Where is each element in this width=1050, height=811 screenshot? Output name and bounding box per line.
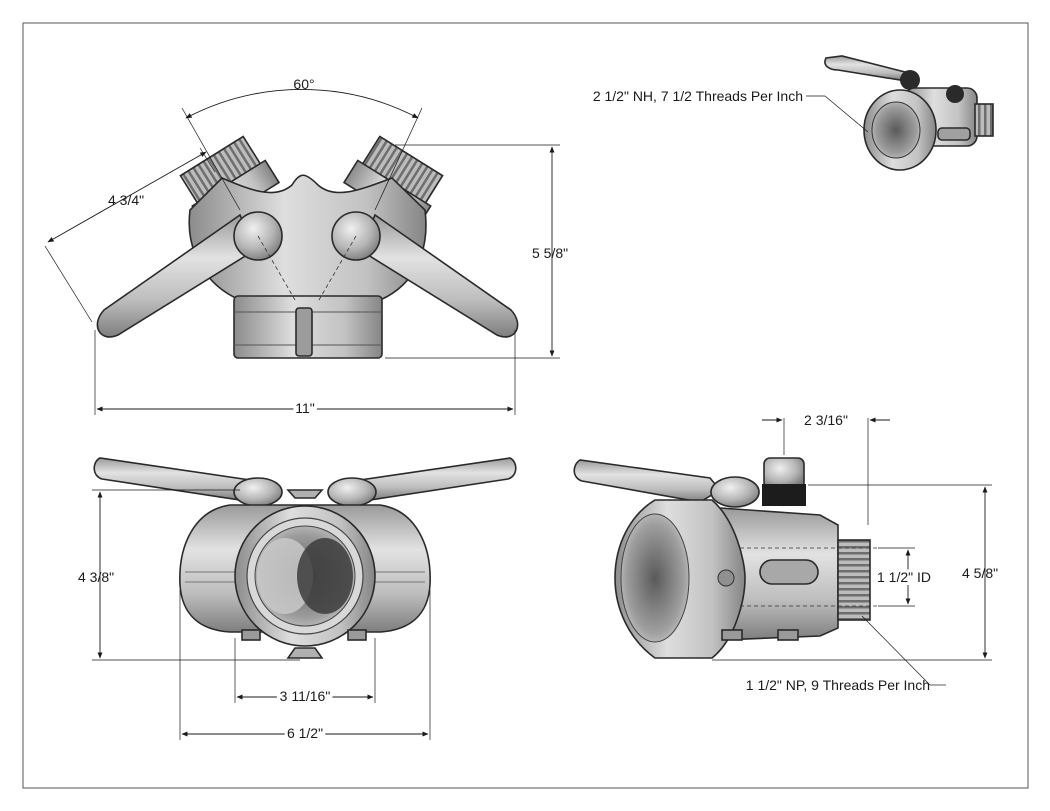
- left-handle: [96, 213, 257, 338]
- side-height-label: 4 5/8": [962, 565, 998, 581]
- bottom-height-label: 4 3/8": [78, 569, 114, 585]
- front-view: 60° 4 3/4" 5 5/8" 11": [44, 76, 568, 419]
- side-handle: [573, 459, 722, 503]
- wye-body: [188, 174, 427, 301]
- front-height-label: 5 5/8": [532, 245, 568, 261]
- side-outlet-thread: [837, 539, 871, 621]
- swivel-lug: [295, 307, 313, 357]
- front-angle-label: 60°: [293, 76, 314, 92]
- iso-inlet-bore: [871, 101, 921, 159]
- iso-inlet-thread-note: 2 1/2" NH, 7 1/2 Threads Per Inch: [593, 88, 803, 104]
- front-outlet-length-label: 4 3/4": [108, 192, 144, 208]
- right-handle: [358, 213, 519, 338]
- bottom-bolt-spacing-label: 3 11/16": [280, 688, 331, 704]
- side-stem: [763, 457, 805, 489]
- sheet-border: [22, 22, 1029, 789]
- front-width-label: 11": [295, 400, 315, 416]
- isometric-view: 2 1/2" NH, 7 1/2 Threads Per Inch: [593, 55, 994, 171]
- side-outlet-thread-note: 1 1/2" NP, 9 Threads Per Inch: [746, 677, 930, 693]
- bottom-width-label: 6 1/2": [287, 725, 323, 741]
- side-view: 2 3/16" 1 1/2" ID 4 5/8" 1 1/2" NP, 9 Th…: [573, 412, 998, 693]
- bottom-view: 4 3/8" 3 11/16" 6 1/2": [78, 457, 517, 744]
- side-inner-diameter-label: 1 1/2" ID: [877, 569, 931, 585]
- side-swivel-bore: [620, 513, 690, 643]
- iso-handle: [824, 55, 907, 81]
- side-handle-offset-label: 2 3/16": [804, 412, 848, 428]
